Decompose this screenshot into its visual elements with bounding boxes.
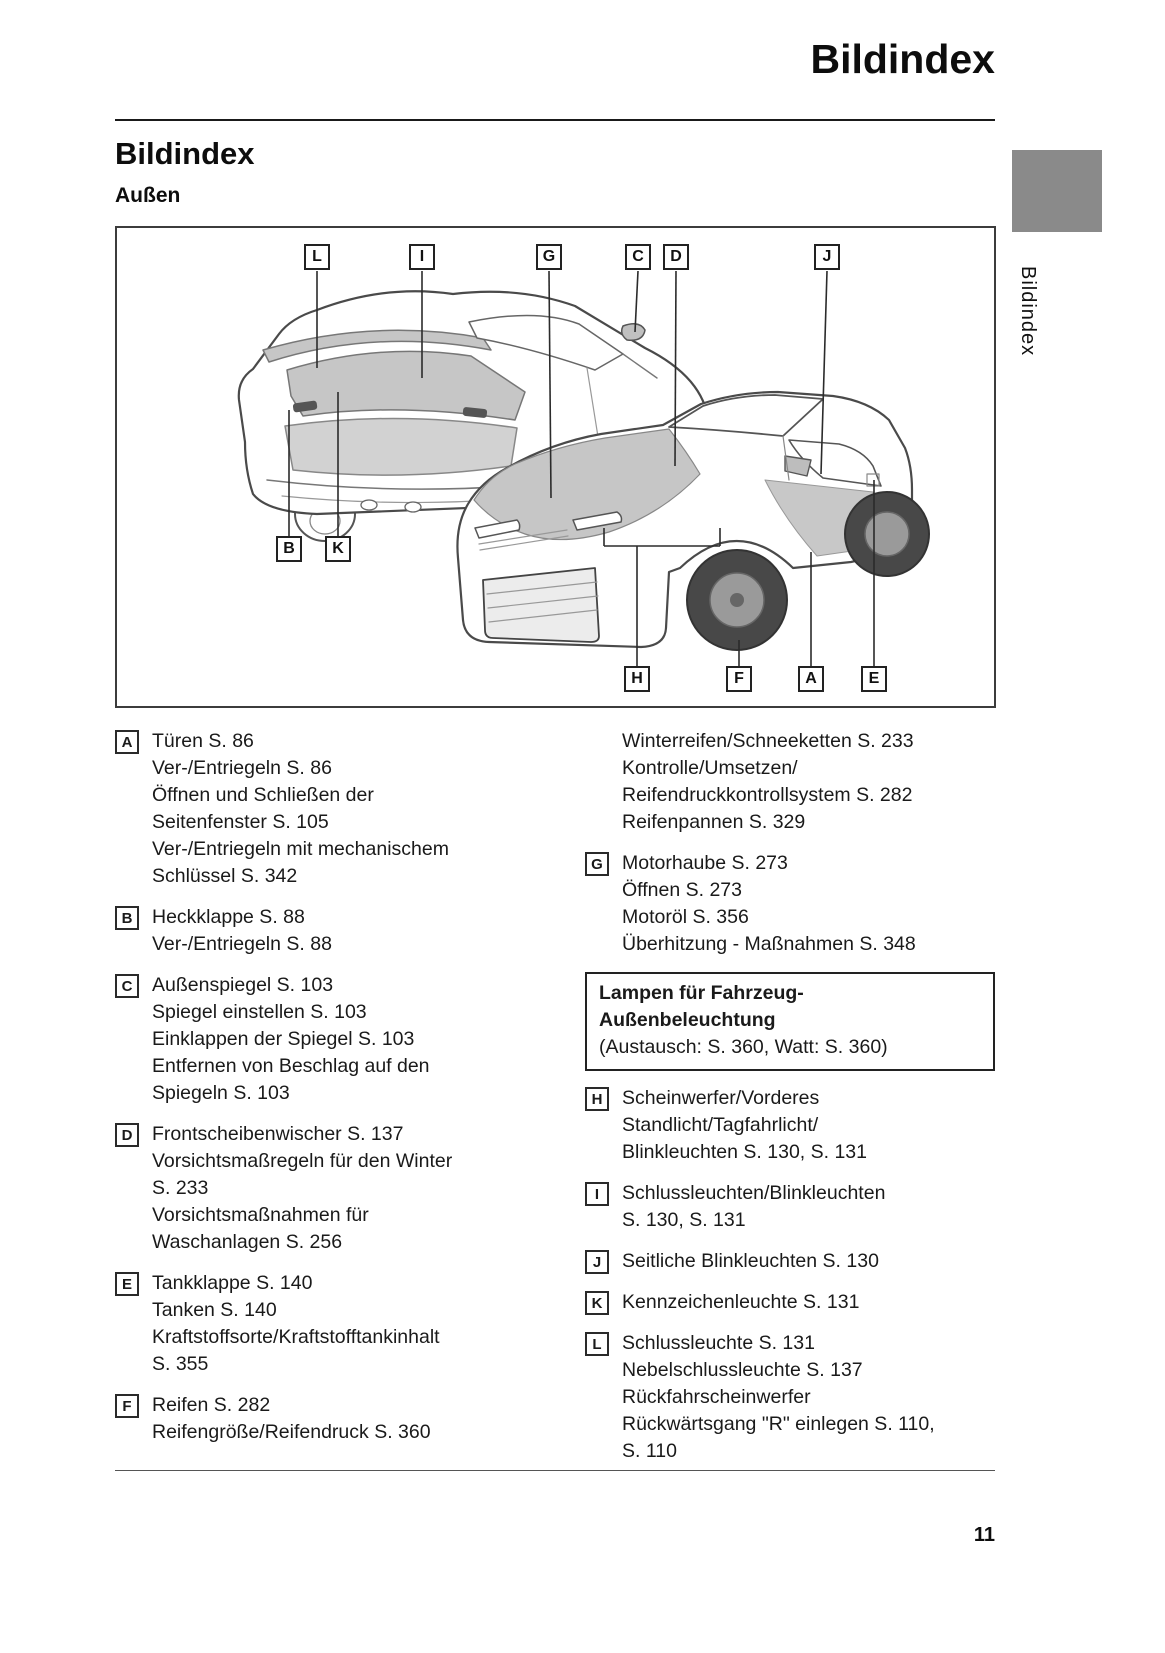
diagram-callout-H: H [624,666,650,692]
section-title: Bildindex [115,136,255,171]
left-taillight [292,400,318,413]
chapter-tab-label: Bildindex [1017,266,1039,357]
entry-letter-F: F [115,1394,139,1418]
entry-letter-E: E [115,1272,139,1296]
page-number: 11 [973,1524,995,1546]
car-illustration [237,270,930,666]
diagram-callout-E: E [861,666,887,692]
page-header-title: Bildindex [810,36,995,82]
callout-lines [288,270,875,666]
diagram-callout-J: J [814,244,840,270]
door-mirror [620,323,646,342]
exterior-lamps-note-subtitle: (Austausch: S. 360, Watt: S. 360) [599,1036,888,1058]
diagram-callout-D: D [663,244,689,270]
entry-letter-D: D [115,1123,139,1147]
diagram-callout-K: K [325,536,351,562]
side-window [788,439,882,487]
rear-window-panel [286,350,526,421]
entry-text-E: Tankklappe S. 140 Tanken S. 140 Kraftsto… [152,1272,440,1375]
headlight [474,519,521,539]
exterior-lamps-note: Lampen für Fahrzeug- Außenbeleuchtung (A… [585,972,995,1071]
entry-text-C: Außenspiegel S. 103 Spiegel einstellen S… [152,974,430,1104]
index-entry-I: I Schlussleuchten/Blinkleuchten S. 130, … [585,1180,995,1234]
entry-text-F-continued: Winterreifen/Schneeketten S. 233 Kontrol… [622,730,914,833]
subsection-title: Außen [115,184,181,207]
entry-letter-A: A [115,730,139,754]
diagram-callout-B: B [276,536,302,562]
headlight [572,511,623,531]
index-column-right: Winterreifen/Schneeketten S. 233 Kontrol… [585,728,995,1479]
index-entry-H: H Scheinwerfer/Vorderes Standlicht/Tagfa… [585,1085,995,1166]
index-entry-D: D Frontscheibenwischer S. 137 Vorsichtsm… [115,1121,565,1256]
front-car [456,390,930,651]
diagram-callout-I: I [409,244,435,270]
upper-grille [478,529,569,551]
right-taillight [462,407,488,418]
index-entry-F-continued: Winterreifen/Schneeketten S. 233 Kontrol… [585,728,995,836]
car-diagram: L I G C D J B K H F A E [115,226,996,708]
index-entry-J: J Seitliche Blinkleuchten S. 130 [585,1248,995,1275]
index-entry-A: A Türen S. 86 Ver-/Entriegeln S. 86 Öffn… [115,728,565,890]
entry-letter-K: K [585,1291,609,1315]
entry-text-I: Schlussleuchten/Blinkleuchten S. 130, S.… [622,1182,886,1231]
tailgate-panel [284,417,518,476]
rear-spoiler-panel [262,329,492,363]
entry-text-L: Schlussleuchte S. 131 Nebelschlussleucht… [622,1332,935,1462]
entry-text-A: Türen S. 86 Ver-/Entriegeln S. 86 Öffnen… [152,730,449,887]
diagram-callout-C: C [625,244,651,270]
entry-text-F: Reifen S. 282 Reifengröße/Reifendruck S.… [152,1394,431,1443]
hood-panel [473,428,701,541]
entry-text-K: Kennzeichenleuchte S. 131 [622,1291,860,1313]
index-column-left: A Türen S. 86 Ver-/Entriegeln S. 86 Öffn… [115,728,565,1479]
entry-letter-J: J [585,1250,609,1274]
index-entry-E: E Tankklappe S. 140 Tanken S. 140 Krafts… [115,1270,565,1378]
entry-text-D: Frontscheibenwischer S. 137 Vorsichtsmaß… [152,1123,453,1253]
entry-letter-L: L [585,1332,609,1356]
index-entry-K: K Kennzeichenleuchte S. 131 [585,1289,995,1316]
index-entry-G: G Motorhaube S. 273 Öffnen S. 273 Motorö… [585,850,995,958]
side-glass [468,314,624,371]
index-entry-F: F Reifen S. 282 Reifengröße/Reifendruck … [115,1392,565,1446]
index-entry-B: B Heckklappe S. 88 Ver-/Entriegeln S. 88 [115,904,565,958]
exterior-lamps-note-title: Lampen für Fahrzeug- Außenbeleuchtung [599,982,804,1031]
diagram-callout-L: L [304,244,330,270]
diagram-callout-F: F [726,666,752,692]
entry-letter-I: I [585,1182,609,1206]
header-divider [115,119,995,121]
index-entry-C: C Außenspiegel S. 103 Spiegel einstellen… [115,972,565,1107]
entry-text-H: Scheinwerfer/Vorderes Standlicht/Tagfahr… [622,1087,867,1163]
door-mirror [784,455,812,477]
front-grille [482,567,600,643]
diagram-callout-G: G [536,244,562,270]
entry-text-G: Motorhaube S. 273 Öffnen S. 273 Motoröl … [622,852,916,955]
exhaust-tip [404,501,422,513]
exhaust-tip [360,499,378,511]
index-entry-L: L Schlussleuchte S. 131 Nebelschlussleuc… [585,1330,995,1465]
chapter-tab-marker [1012,150,1102,232]
entry-letter-B: B [115,906,139,930]
diagram-callout-A: A [798,666,824,692]
entry-text-B: Heckklappe S. 88 Ver-/Entriegeln S. 88 [152,906,332,955]
entry-letter-H: H [585,1087,609,1111]
footer-divider [115,1470,995,1471]
entry-letter-C: C [115,974,139,998]
fuel-door [866,473,880,487]
index-columns: A Türen S. 86 Ver-/Entriegeln S. 86 Öffn… [115,728,995,1479]
entry-letter-G: G [585,852,609,876]
windshield [668,394,824,437]
entry-text-J: Seitliche Blinkleuchten S. 130 [622,1250,879,1272]
